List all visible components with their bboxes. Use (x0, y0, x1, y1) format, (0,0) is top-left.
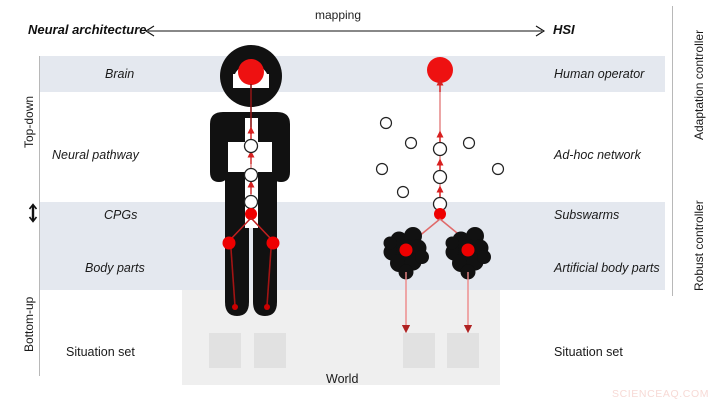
header-right-title: HSI (553, 22, 575, 37)
row-label-left-situation-set: Situation set (66, 345, 135, 359)
world-square-2 (254, 333, 286, 368)
left-axis-bottom-label: Bottom-up (22, 296, 36, 352)
vertical-double-arrow-icon (28, 203, 38, 223)
row-label-right-adhoc-network: Ad-hoc network (554, 148, 641, 162)
world-label: World (326, 372, 359, 386)
left-axis-rule (39, 56, 40, 376)
band-neural-adhoc (40, 92, 665, 202)
header-left-title: Neural architecture (28, 22, 147, 37)
mapping-label: mapping (315, 8, 362, 22)
band-cpgs-subswarms (40, 202, 665, 290)
mapping-arrow-icon (144, 25, 546, 37)
right-axis-top-label: Adaptation controller (692, 29, 706, 140)
watermark: SCIENCEAQ.COM (612, 388, 710, 400)
human-stick-figure (210, 45, 290, 316)
world-square-1 (209, 333, 241, 368)
right-axis-rule (672, 6, 673, 296)
row-label-right-human-operator: Human operator (554, 67, 645, 81)
row-label-right-situation-set: Situation set (554, 345, 623, 359)
world-square-3 (403, 333, 435, 368)
left-axis-top-label: Top-down (22, 95, 36, 148)
row-label-right-subswarms: Subswarms (554, 208, 620, 222)
row-label-right-artificial-body-parts: Artificial body parts (554, 261, 660, 275)
row-label-left-brain: Brain (105, 67, 135, 81)
swarm-robot-figure (375, 57, 505, 334)
row-label-left-cpgs: CPGs (104, 208, 138, 222)
row-label-left-neural-pathway: Neural pathway (52, 148, 139, 162)
band-brain-operator (40, 56, 665, 92)
row-label-left-body-parts: Body parts (85, 261, 145, 275)
right-axis-bottom-label: Robust controller (692, 200, 706, 291)
world-square-4 (447, 333, 479, 368)
